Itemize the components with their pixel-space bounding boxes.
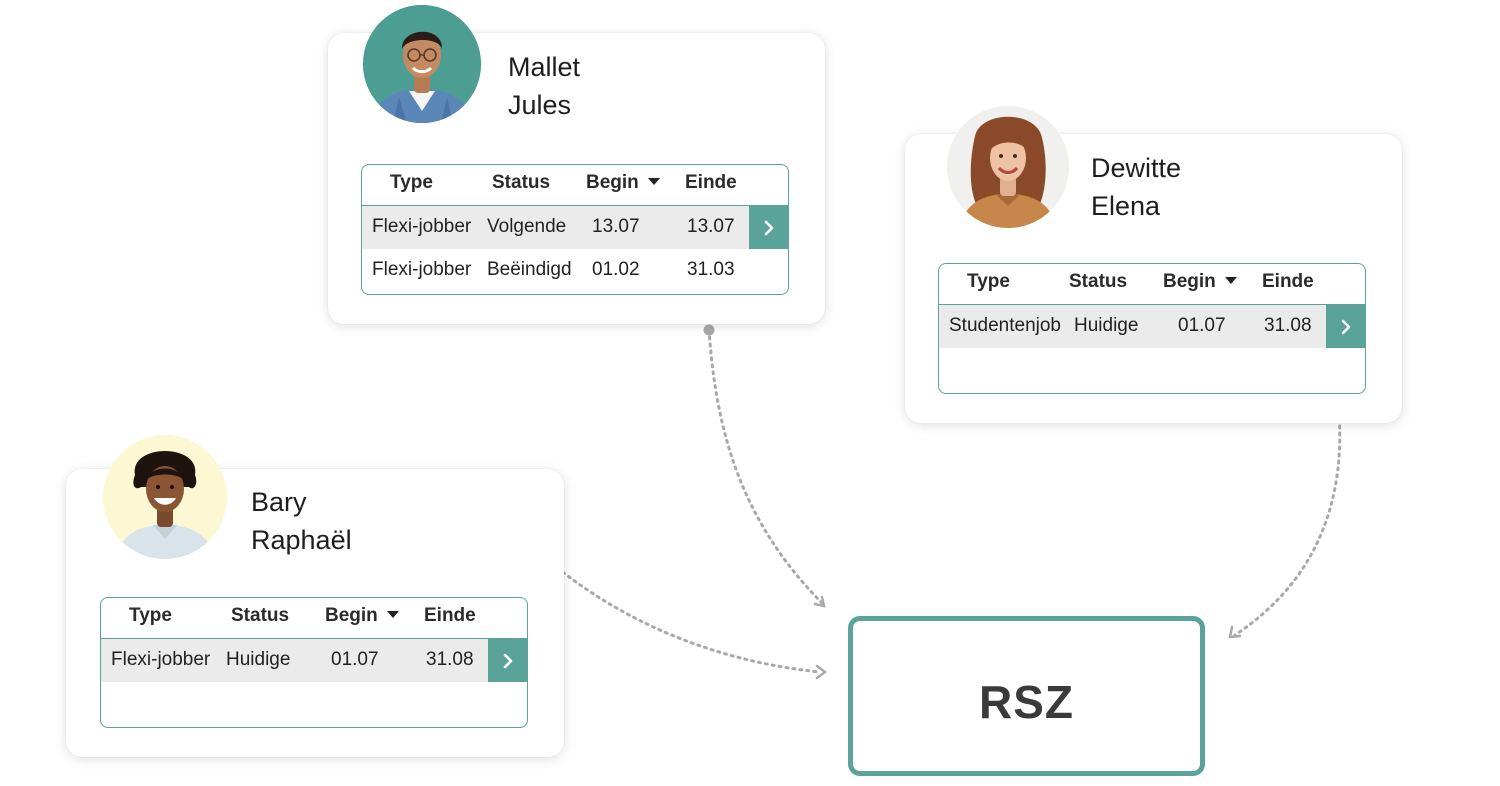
header-type[interactable]: Type — [967, 271, 1010, 292]
last-name: Bary — [251, 487, 307, 517]
cell-einde: 31.08 — [426, 649, 474, 670]
cell-type: Flexi-jobber — [111, 649, 211, 670]
avatar-elena — [947, 106, 1069, 228]
rsz-target-box: RSZ — [848, 616, 1205, 776]
table-header: Type Status Begin Einde — [939, 264, 1365, 305]
sort-caret-down-icon — [1224, 277, 1237, 285]
header-einde[interactable]: Einde — [424, 605, 476, 626]
first-name: Elena — [1091, 191, 1161, 221]
header-status[interactable]: Status — [231, 605, 290, 626]
header-type[interactable]: Type — [129, 605, 172, 626]
arrowhead-jules — [813, 595, 826, 608]
cell-status: Huidige — [1074, 315, 1139, 336]
sort-caret-down-icon — [647, 178, 660, 186]
connector-bary-to-rsz — [529, 543, 822, 674]
chevron-right-icon — [1341, 319, 1350, 334]
table-row[interactable]: Flexi-jobber Volgende 13.07 13.07 — [362, 206, 788, 249]
header-type[interactable]: Type — [390, 172, 433, 193]
sort-caret-down-icon — [386, 611, 399, 619]
header-begin-label: Begin — [325, 605, 378, 626]
last-name: Mallet — [508, 52, 581, 82]
header-begin[interactable]: Begin — [1163, 271, 1237, 293]
header-status[interactable]: Status — [1069, 271, 1128, 292]
cell-begin: 01.07 — [1178, 315, 1226, 336]
person-name-bary: Bary Raphaël — [251, 483, 352, 559]
header-begin-label: Begin — [1163, 271, 1216, 292]
last-name: Dewitte — [1091, 153, 1182, 183]
cell-einde: 31.03 — [687, 259, 735, 280]
table-row[interactable]: Studentenjob Huidige 01.07 31.08 — [939, 305, 1365, 348]
table-row[interactable]: Flexi-jobber Beëindigd 01.02 31.03 — [362, 249, 788, 292]
connector-dot-jules — [703, 324, 715, 336]
avatar-jules — [363, 5, 481, 123]
rsz-label: RSZ — [979, 676, 1074, 728]
job-table-bary: Type Status Begin Einde Flexi-jobber Hui… — [100, 597, 528, 728]
connector-elena-to-rsz — [1233, 410, 1342, 637]
cell-begin: 01.02 — [592, 259, 640, 280]
table-header: Type Status Begin Einde — [362, 165, 788, 206]
cell-status: Beëindigd — [487, 259, 572, 280]
job-table-jules: Type Status Begin Einde Flexi-jobber Vol… — [361, 164, 789, 295]
first-name: Raphaël — [251, 525, 352, 555]
cell-begin: 01.07 — [331, 649, 379, 670]
cell-begin: 13.07 — [592, 216, 640, 237]
cell-type: Flexi-jobber — [372, 216, 472, 237]
cell-einde: 13.07 — [687, 216, 735, 237]
table-header: Type Status Begin Einde — [101, 598, 527, 639]
table-row[interactable]: Flexi-jobber Huidige 01.07 31.08 — [101, 639, 527, 682]
chevron-right-icon — [764, 220, 773, 235]
connector-jules-to-rsz — [707, 328, 824, 605]
header-einde[interactable]: Einde — [685, 172, 737, 193]
chevron-right-icon — [503, 653, 512, 668]
cell-type: Studentenjob — [949, 315, 1061, 336]
cell-status: Huidige — [226, 649, 291, 670]
header-begin[interactable]: Begin — [586, 172, 660, 194]
row-open-button[interactable] — [1326, 305, 1365, 348]
person-name-elena: Dewitte Elena — [1091, 149, 1181, 225]
job-table-elena: Type Status Begin Einde Studentenjob Hui… — [938, 263, 1366, 394]
person-name-jules: Mallet Jules — [508, 48, 580, 124]
avatar-bary — [103, 435, 227, 559]
arrowhead-elena — [1228, 625, 1242, 639]
first-name: Jules — [508, 90, 572, 120]
row-open-button[interactable] — [749, 206, 788, 249]
row-open-button[interactable] — [488, 639, 527, 682]
header-begin-label: Begin — [586, 172, 639, 193]
header-einde[interactable]: Einde — [1262, 271, 1314, 292]
header-status[interactable]: Status — [492, 172, 551, 193]
arrowhead-bary — [815, 664, 828, 680]
cell-type: Flexi-jobber — [372, 259, 472, 280]
cell-einde: 31.08 — [1264, 315, 1312, 336]
header-begin[interactable]: Begin — [325, 605, 399, 627]
cell-status: Volgende — [487, 216, 567, 237]
